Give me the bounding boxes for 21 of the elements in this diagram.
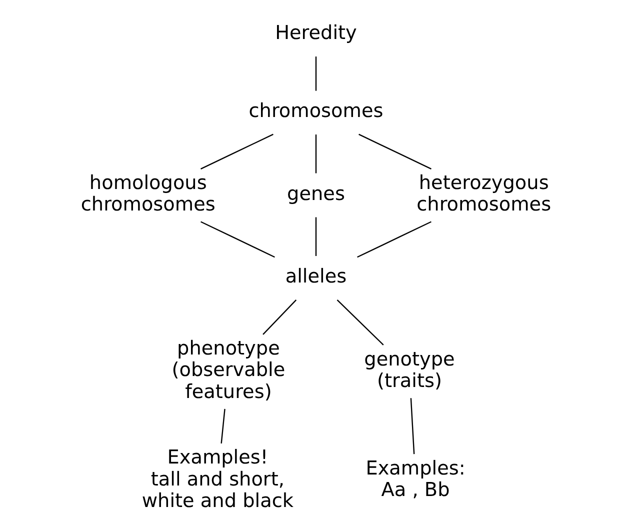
connector — [262, 300, 296, 335]
node-text: Examples! tall and short, white and black — [141, 446, 293, 512]
connector — [314, 217, 316, 256]
connector — [314, 134, 316, 174]
connector — [336, 300, 384, 346]
connector — [356, 221, 431, 258]
connector — [200, 134, 273, 170]
node-text: phenotype (observable features) — [171, 336, 285, 403]
node-text: Heredity — [274, 21, 356, 44]
connector — [314, 56, 316, 91]
node-text: genes — [286, 182, 344, 205]
node-text: Examples: Aa , Bb — [365, 456, 465, 502]
connector — [410, 398, 414, 454]
connector — [200, 221, 274, 258]
node-text: alleles — [284, 264, 346, 288]
connector — [220, 408, 225, 444]
node-text: genotype (traits) — [364, 347, 454, 392]
node-text: chromosomes — [248, 99, 383, 122]
node-text: homologous chromosomes — [80, 171, 215, 216]
connector — [358, 134, 431, 170]
node-text: heterozygous chromosomes — [416, 171, 551, 216]
